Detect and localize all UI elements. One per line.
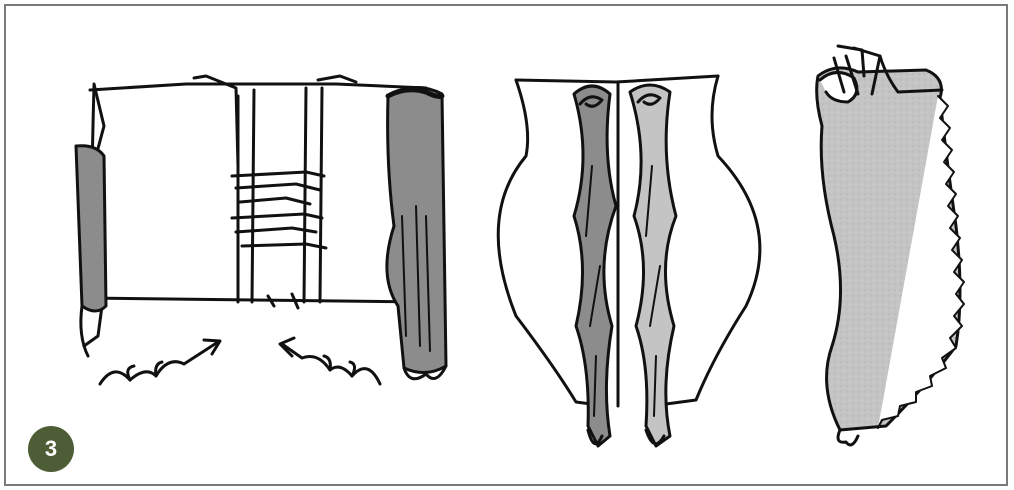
figure-fabric-folded-center (498, 76, 760, 446)
step-number: 3 (45, 436, 57, 462)
figure-fabric-rolled-tube (817, 46, 964, 445)
illustration-frame: 3 (4, 4, 1008, 486)
step-illustration (6, 6, 1006, 484)
step-number-badge: 3 (28, 426, 74, 472)
figure-fabric-rolled-sides (76, 76, 446, 384)
